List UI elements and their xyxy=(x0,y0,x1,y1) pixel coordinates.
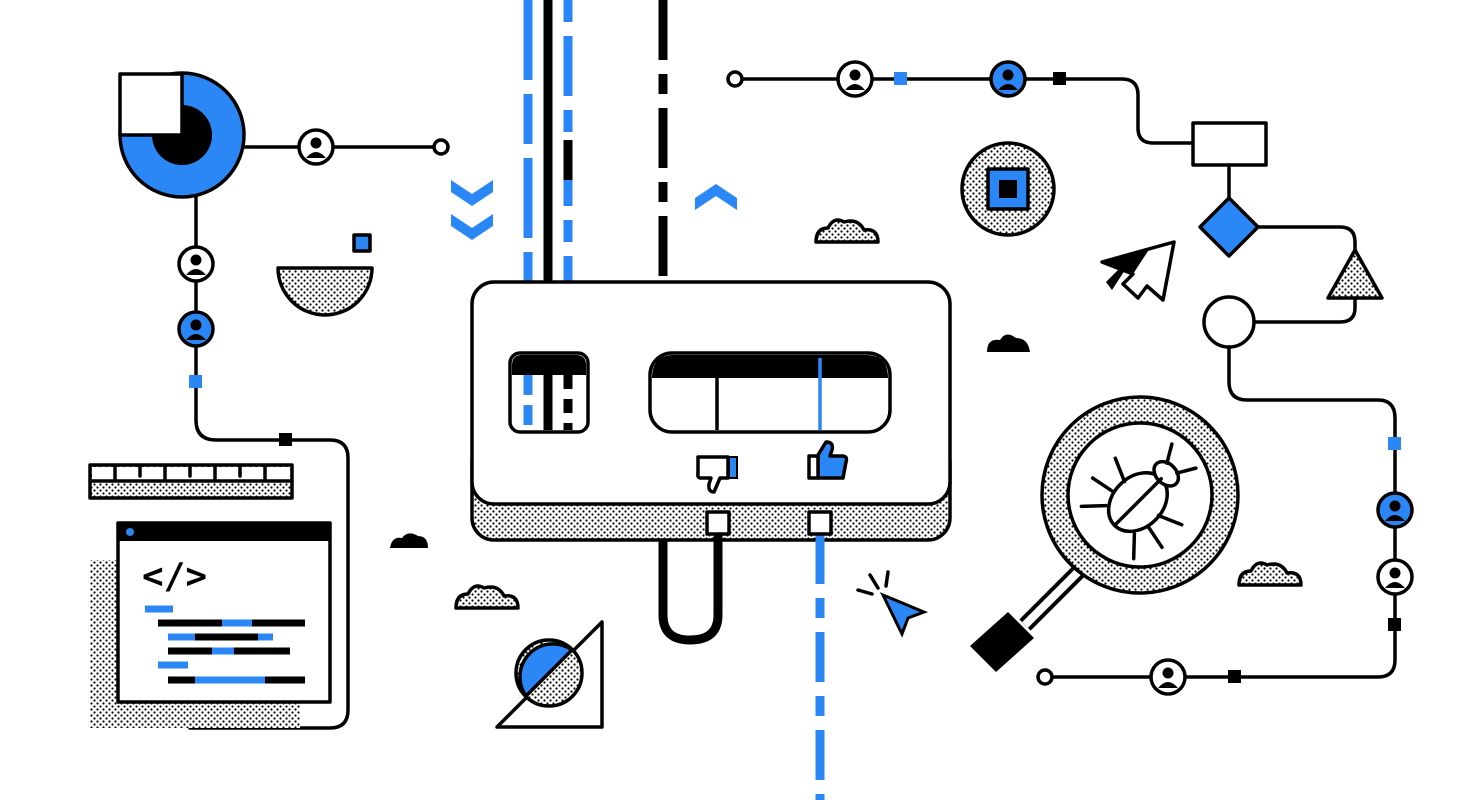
device-icon xyxy=(470,280,952,542)
bug-icon xyxy=(1079,442,1198,561)
cloud-icon xyxy=(1237,561,1303,587)
user-icon xyxy=(177,310,215,348)
cable-icon xyxy=(658,510,833,800)
protractor-icon xyxy=(495,620,604,729)
cursor-icon xyxy=(1100,240,1176,302)
user-icon xyxy=(297,128,335,166)
cursor-icon xyxy=(856,570,929,638)
cloud-icon xyxy=(814,218,880,244)
thumbs-down-icon[interactable] xyxy=(696,455,738,494)
pie-chart-icon xyxy=(118,71,246,199)
ruler-icon xyxy=(88,463,294,500)
connector-node xyxy=(432,138,450,156)
cloud-icon xyxy=(987,334,1030,352)
chip-icon xyxy=(960,141,1056,237)
bowl-icon xyxy=(276,233,374,317)
cloud-icon xyxy=(454,584,520,610)
thumbs-up-icon[interactable] xyxy=(807,440,849,480)
cloud-icon xyxy=(390,533,428,548)
chevron-up-icon xyxy=(695,184,737,210)
magnifier-icon xyxy=(970,395,1240,672)
user-icon xyxy=(177,245,215,283)
code-window-icon: </> xyxy=(90,521,332,728)
flowchart-icon xyxy=(726,60,1414,696)
chevron-down-icon xyxy=(451,180,493,240)
code-symbol: </> xyxy=(142,556,207,597)
